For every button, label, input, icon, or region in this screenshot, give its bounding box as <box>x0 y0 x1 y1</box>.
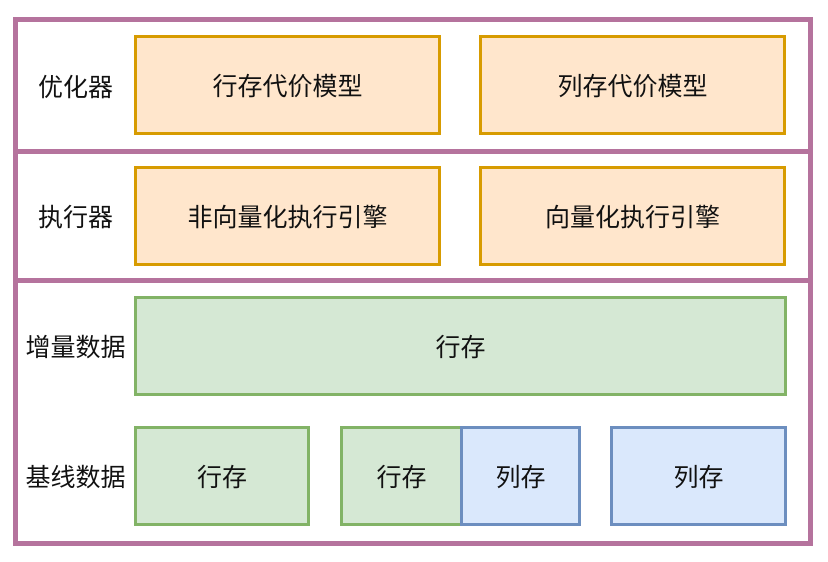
vectorized-engine-box: 向量化执行引擎 <box>479 166 786 266</box>
row-store-cost-model-box: 行存代价模型 <box>134 35 441 135</box>
optimizer-label: 优化器 <box>37 72 113 102</box>
non-vectorized-engine-box: 非向量化执行引擎 <box>134 166 441 266</box>
incremental-data-label: 增量数据 <box>25 333 126 362</box>
base-data-label: 基线数据 <box>25 463 126 492</box>
incremental-row-store-box: 行存 <box>134 296 787 396</box>
base-column-store-box: 列存 <box>610 426 787 526</box>
base-hybrid-row-store-box: 行存 <box>340 426 463 526</box>
executor-label: 执行器 <box>37 203 113 232</box>
column-store-cost-model-box: 列存代价模型 <box>479 35 786 135</box>
base-row-store-box: 行存 <box>134 426 310 526</box>
base-hybrid-column-store-box: 列存 <box>460 426 581 526</box>
